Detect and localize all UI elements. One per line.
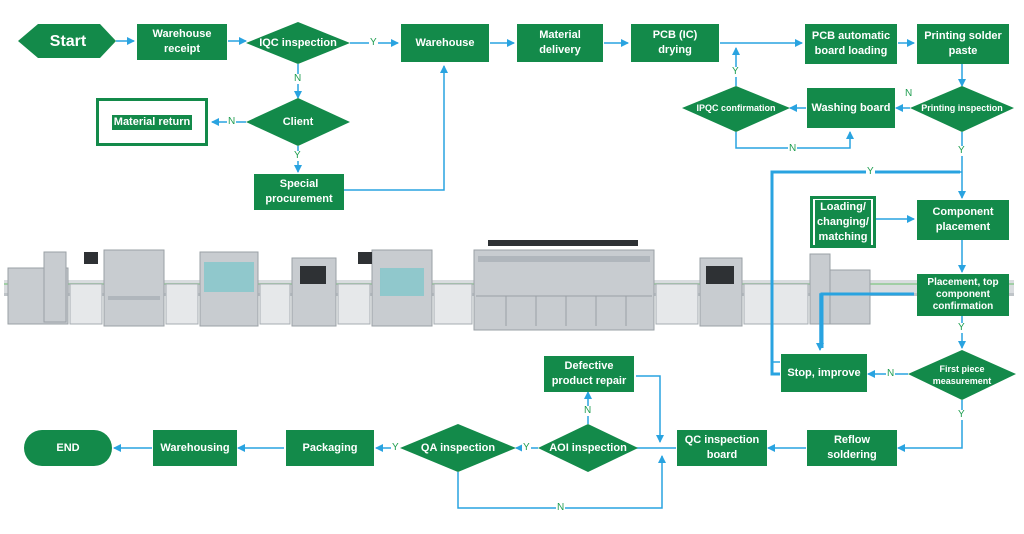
component-placement-box: Component placement: [917, 200, 1009, 240]
printing-inspection-label: Printing inspection: [921, 102, 1003, 113]
ipqc-label: IPQC confirmation: [696, 102, 776, 113]
edge-label-ipqc-no: N: [788, 143, 798, 154]
start-label: Start: [49, 32, 87, 50]
pcb-loading-label: PCB automatic board loading: [811, 30, 891, 57]
qc-board-label: QC inspection board: [684, 434, 760, 461]
edge-label-client-yes: Y: [293, 150, 302, 161]
edge-label-loop-yes: Y: [866, 166, 875, 177]
qc-board-box: QC inspection board: [677, 430, 767, 466]
warehouse-receipt-box: Warehouse receipt: [137, 24, 227, 60]
edge-label-aoi-no: N: [583, 405, 593, 416]
edge-label-printing-yes: Y: [957, 145, 966, 156]
special-procurement-label: Special procurement: [265, 178, 333, 205]
packaging-label: Packaging: [302, 441, 358, 454]
edge-label-client-no: N: [227, 116, 237, 127]
pcb-drying-box: PCB (IC) drying: [631, 24, 719, 62]
printing-paste-label: Printing solder paste: [924, 30, 1002, 57]
placement-confirm-label: Placement, top component confirmation: [927, 277, 999, 312]
ipqc-decision: IPQC confirmation: [688, 100, 784, 116]
aoi-decision: AOI inspection: [546, 440, 630, 456]
smt-production-line-illustration: [4, 240, 1014, 331]
edge-label-printing-no: N: [904, 88, 914, 99]
edge-label-aoi-yes: Y: [522, 442, 531, 453]
qa-decision: QA inspection: [412, 440, 504, 456]
edge-label-qa-yes: Y: [391, 442, 400, 453]
stop-improve-label: Stop, improve: [787, 366, 861, 379]
material-return-box: Material return: [96, 98, 208, 146]
edge-label-iqc-yes: Y: [369, 37, 378, 48]
loading-changing-box: Loading/ changing/ matching: [810, 196, 876, 248]
washing-board-box: Washing board: [807, 88, 895, 128]
qa-label: QA inspection: [420, 441, 496, 454]
warehousing-box: Warehousing: [153, 430, 237, 466]
material-delivery-label: Material delivery: [539, 29, 581, 56]
pcb-loading-box: PCB automatic board loading: [805, 24, 897, 64]
washing-board-label: Washing board: [811, 101, 891, 114]
start-terminal: Start: [28, 28, 108, 54]
edge-label-ipqc-yes: Y: [731, 66, 740, 77]
stop-improve-box: Stop, improve: [781, 354, 867, 392]
first-piece-label: First piece measurement: [932, 364, 992, 386]
warehouse-receipt-label: Warehouse receipt: [152, 28, 212, 55]
material-return-label: Material return: [111, 114, 193, 130]
reflow-label: Reflow soldering: [827, 434, 877, 461]
edge-label-iqc-no: N: [293, 73, 303, 84]
printing-paste-box: Printing solder paste: [917, 24, 1009, 64]
client-label: Client: [282, 115, 314, 128]
printing-inspection-decision: Printing inspection: [916, 100, 1008, 116]
iqc-label: IQC inspection: [259, 36, 337, 49]
aoi-label: AOI inspection: [549, 441, 627, 454]
loading-changing-label: Loading/ changing/ matching: [815, 199, 871, 245]
warehouse-box: Warehouse: [401, 24, 489, 62]
first-piece-decision: First piece measurement: [922, 362, 1002, 388]
end-terminal: END: [28, 436, 108, 460]
warehousing-label: Warehousing: [160, 441, 230, 454]
edge-label-first-piece-no: N: [886, 368, 896, 379]
edge-label-first-piece-yes: Y: [957, 409, 966, 420]
decision-shapes: [18, 22, 1016, 472]
edge-label-placement-yes: Y: [957, 322, 966, 333]
defective-repair-label: Defective product repair: [551, 360, 627, 387]
edge-label-qa-no: N: [556, 502, 566, 513]
end-label: END: [56, 441, 80, 454]
defective-repair-box: Defective product repair: [544, 356, 634, 392]
packaging-box: Packaging: [286, 430, 374, 466]
pcb-drying-label: PCB (IC) drying: [652, 29, 698, 56]
component-placement-label: Component placement: [932, 206, 994, 233]
warehouse-label: Warehouse: [415, 36, 475, 49]
material-delivery-box: Material delivery: [517, 24, 603, 62]
reflow-box: Reflow soldering: [807, 430, 897, 466]
special-procurement-box: Special procurement: [254, 174, 344, 210]
iqc-decision: IQC inspection: [254, 34, 342, 52]
placement-confirm-box: Placement, top component confirmation: [917, 274, 1009, 316]
client-decision: Client: [260, 113, 336, 131]
